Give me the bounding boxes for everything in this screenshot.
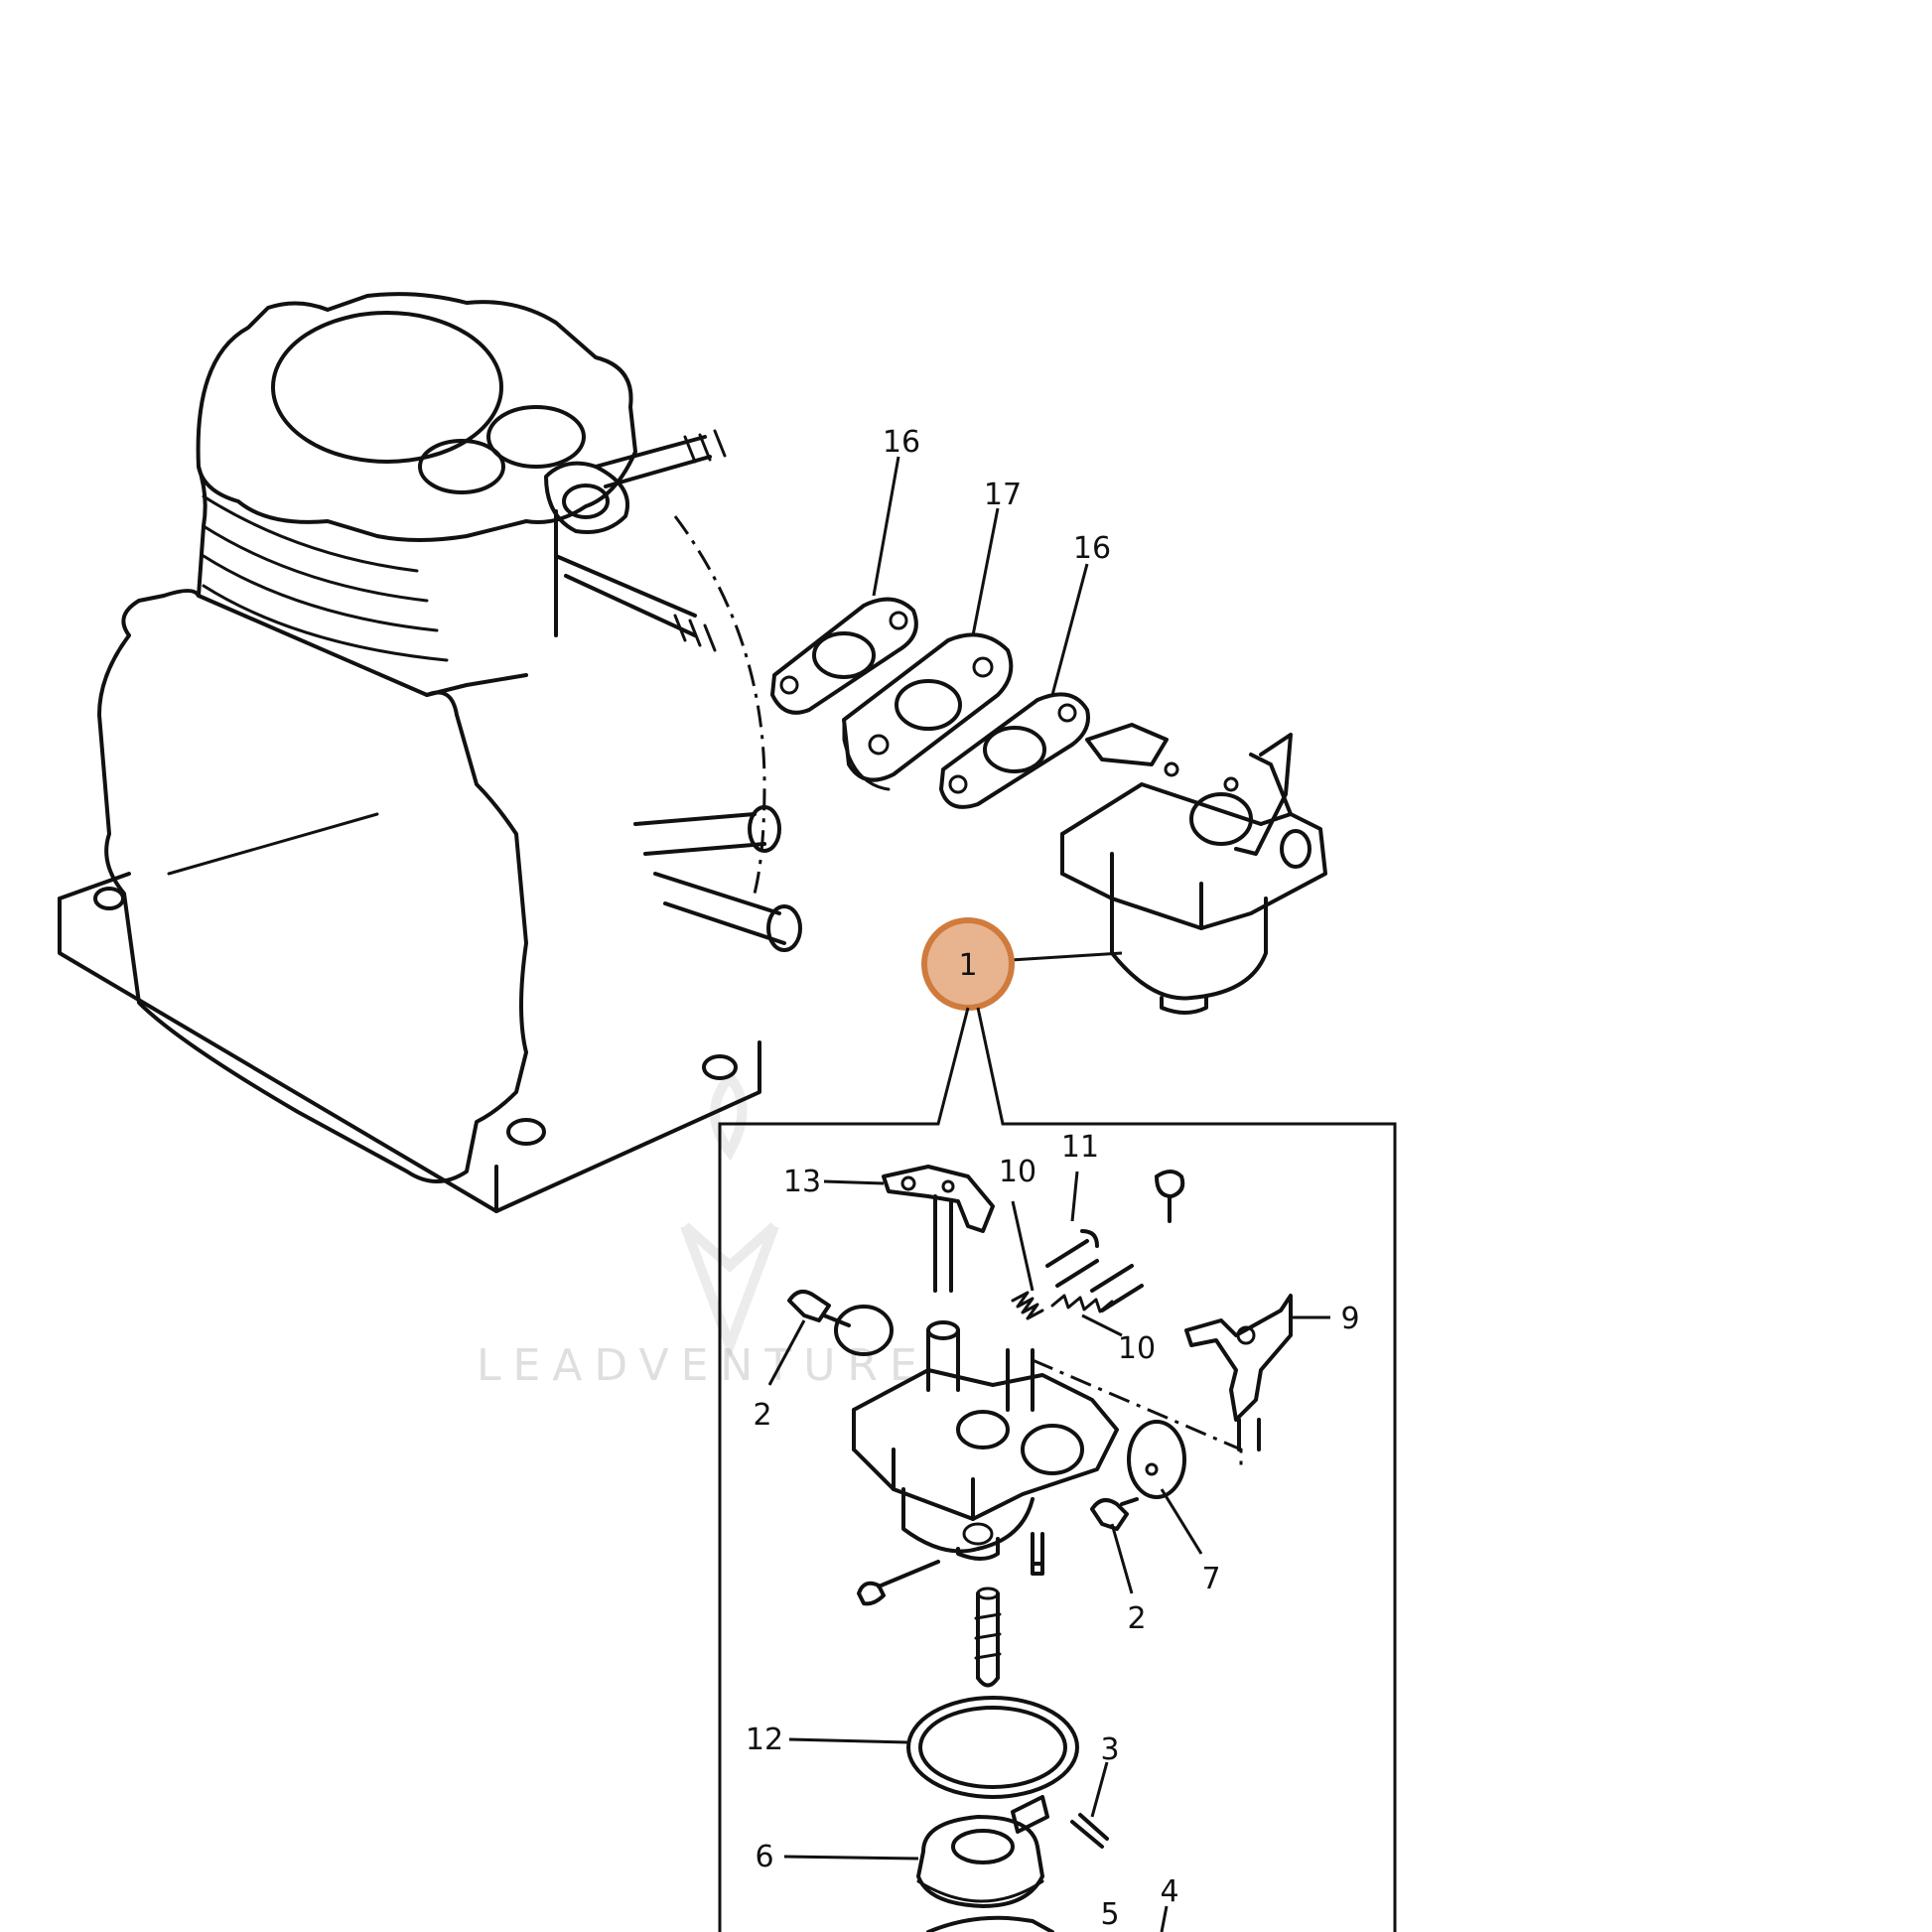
float-bowl-5 [926,1915,1054,1932]
callout-4: 4 [1160,1874,1178,1909]
callout-2-right: 2 [1127,1601,1146,1636]
gasket-16-rear [939,692,1090,809]
callout-6: 6 [755,1840,773,1874]
callout-1-label: 1 [958,948,977,983]
screw-top [1155,1170,1185,1223]
spring-10-lower [1050,1294,1114,1313]
callout-9: 9 [1340,1302,1359,1336]
carburetor-assembly [1060,723,1327,1015]
choke-plate [834,1305,894,1356]
throttle-lever-9 [1184,1294,1293,1451]
callout-13: 13 [783,1165,821,1199]
float-pin-3 [1070,1813,1109,1849]
callout-10-upper: 10 [999,1155,1036,1189]
gasket-16-front [770,597,918,715]
float-6 [916,1795,1049,1908]
callout-7: 7 [1201,1562,1220,1596]
screw-idle [1090,1264,1144,1312]
bowl-gasket-12 [906,1696,1079,1799]
screw-2-right [1090,1497,1139,1531]
callout-11: 11 [1061,1130,1099,1165]
callout-12: 12 [746,1723,783,1757]
callout-17: 17 [984,478,1022,512]
watermark-logo-icon [680,1069,779,1360]
upper-callouts: 16 17 16 [872,425,1111,696]
callout-5: 5 [1100,1897,1119,1932]
spring-10-upper [1011,1291,1044,1320]
callout-3: 3 [1100,1732,1119,1767]
callout-10-lower: 10 [1118,1331,1156,1366]
callout-1: 1 [718,917,1397,1932]
insulator-17 [842,632,1014,791]
callout-2-left: 2 [753,1398,771,1433]
screw-11 [1045,1229,1099,1288]
exploded-inset: 13 10 11 9 10 2 2 7 12 3 6 5 4 [746,1130,1360,1932]
engine-block [58,292,802,1213]
callout-16-rear: 16 [1073,531,1111,566]
throttle-plate-7 [1127,1420,1186,1499]
carburetor-body [852,1320,1119,1561]
callout-16-front: 16 [883,425,920,460]
jet-screw [857,1560,940,1606]
watermark-text: LEADVENTURE [477,1340,929,1391]
choke-lever-13 [882,1165,995,1293]
main-nozzle [974,1587,1002,1688]
screw-2-left [787,1290,851,1327]
